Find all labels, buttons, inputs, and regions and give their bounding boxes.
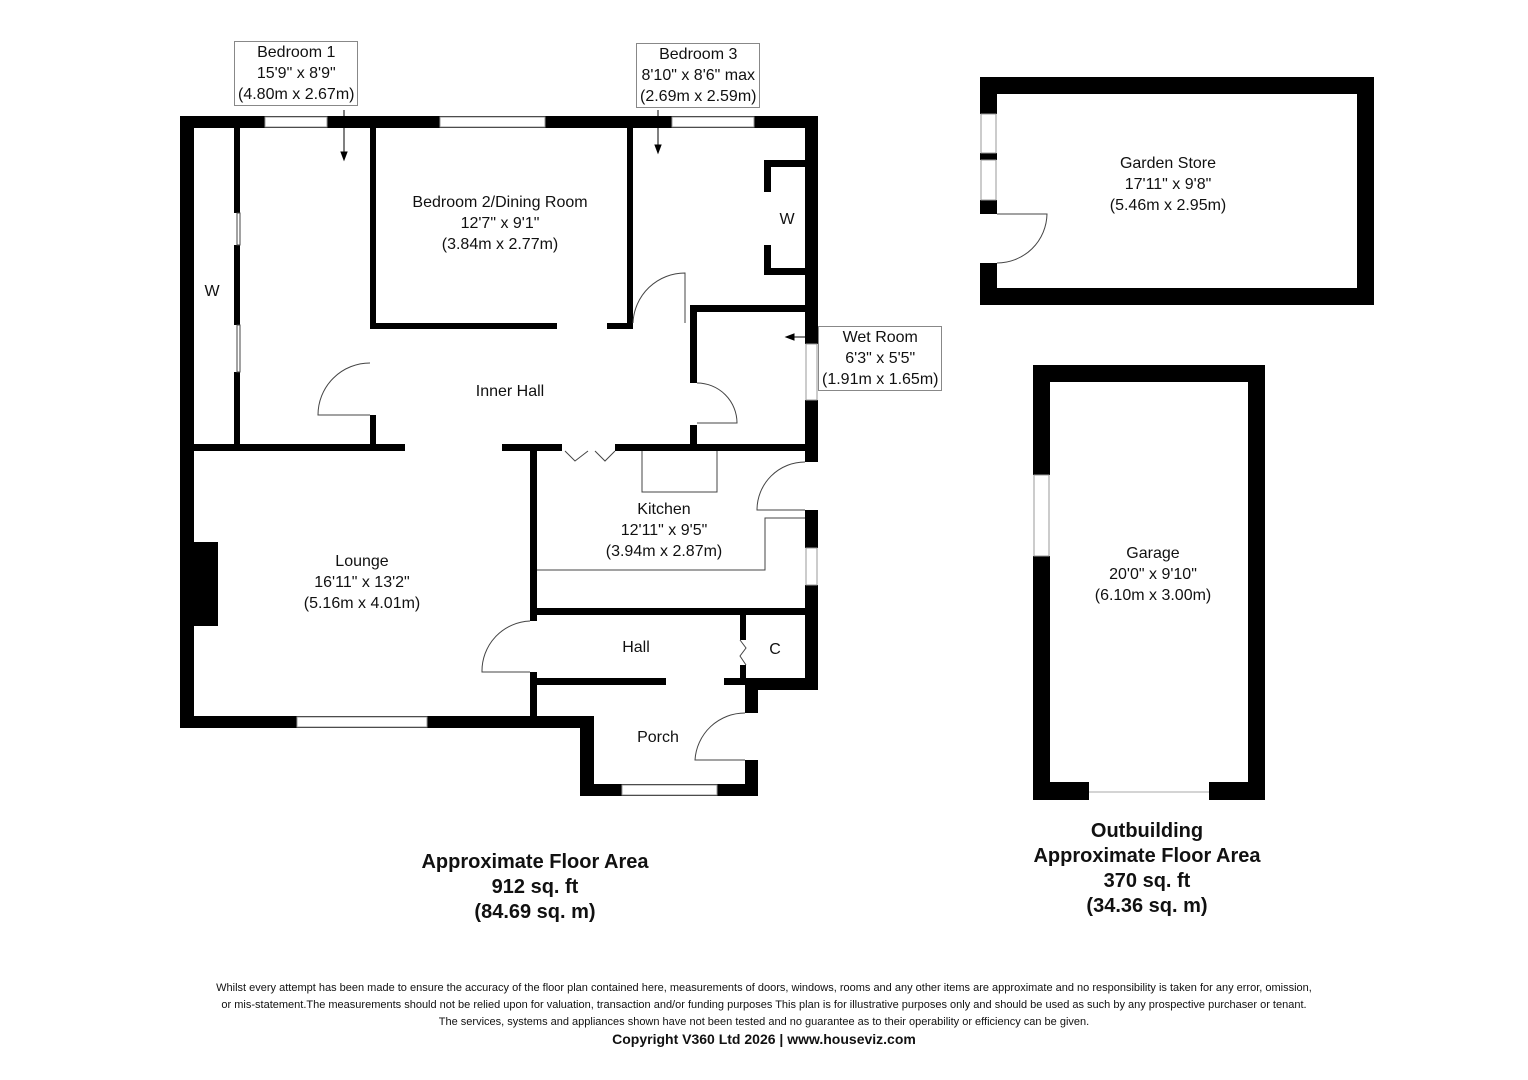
room-name: Porch (637, 729, 679, 746)
copyright-notice: Copyright V360 Ltd 2026 | www.houseviz.c… (612, 1031, 916, 1047)
room-name: W (204, 283, 220, 300)
room-label-inner-hall: Inner Hall (476, 381, 544, 402)
room-name: Garden Store (1119, 155, 1217, 172)
room-name: Lounge (335, 553, 389, 570)
interior-walls (180, 128, 815, 722)
room-name: Bedroom 3 (659, 46, 738, 63)
room-dimensions-imperial: 16'11" x 13'2" (314, 574, 410, 591)
garden-store-walls (980, 77, 1374, 305)
area-sqft: 912 sq. ft (491, 876, 579, 898)
area-sqm: (34.36 sq. m) (1086, 895, 1208, 917)
room-dimensions-imperial: 20'0" x 9'10" (1109, 566, 1197, 583)
room-dimensions-metric: (4.80m x 2.67m) (238, 86, 355, 103)
room-name: Wet Room (842, 329, 918, 346)
room-dimensions-imperial: 8'10" x 8'6" max (641, 67, 755, 84)
room-label-wardrobe-bedroom-1: W (204, 281, 219, 302)
room-dimensions-imperial: 12'11" x 9'5" (620, 522, 708, 539)
area-sqm: (84.69 sq. m) (474, 901, 596, 923)
room-label-wet-room: Wet Room 6'3" x 5'5" (1.91m x 1.65m) (818, 326, 943, 391)
room-label-lounge: Lounge 16'11" x 13'2" (5.16m x 4.01m) (304, 551, 420, 614)
room-label-bedroom-1: Bedroom 1 15'9" x 8'9" (4.80m x 2.67m) (234, 41, 359, 106)
room-name: Bedroom 1 (257, 44, 336, 61)
room-dimensions-metric: (5.46m x 2.95m) (1109, 197, 1227, 214)
disclaimer-line-1: Whilst every attempt has been made to en… (216, 982, 1312, 994)
room-dimensions-metric: (6.10m x 3.00m) (1094, 587, 1212, 604)
room-dimensions-metric: (3.94m x 2.87m) (605, 543, 723, 560)
room-name: Kitchen (637, 501, 691, 518)
area-title: Approximate Floor Area (1033, 845, 1261, 867)
room-dimensions-metric: (3.84m x 2.77m) (441, 236, 559, 253)
doors (317, 272, 806, 761)
room-dimensions-metric: (2.69m x 2.59m) (640, 88, 757, 105)
disclaimer-line-2: or mis-statement.The measurements should… (221, 999, 1307, 1011)
room-label-kitchen: Kitchen 12'11" x 9'5" (3.94m x 2.87m) (606, 499, 722, 562)
disclaimer-line-3: The services, systems and appliances sho… (438, 1016, 1090, 1028)
room-label-cupboard: C (769, 639, 781, 660)
area-title: Approximate Floor Area (421, 851, 649, 873)
room-dimensions-imperial: 6'3" x 5'5" (845, 350, 916, 367)
room-name: W (779, 211, 795, 228)
room-label-garden-store: Garden Store 17'11" x 9'8" (5.46m x 2.95… (1110, 153, 1226, 216)
room-dimensions-metric: (5.16m x 4.01m) (303, 595, 421, 612)
room-dimensions-imperial: 15'9" x 8'9" (256, 65, 336, 82)
main-floor-area: Approximate Floor Area 912 sq. ft (84.69… (421, 850, 648, 925)
room-label-garage: Garage 20'0" x 9'10" (6.10m x 3.00m) (1095, 543, 1211, 606)
room-name: C (769, 641, 781, 658)
room-name: Inner Hall (475, 383, 545, 400)
windows (264, 116, 818, 796)
garage-walls (1033, 365, 1265, 800)
room-dimensions-imperial: 17'11" x 9'8" (1124, 176, 1212, 193)
room-label-bedroom-3: Bedroom 3 8'10" x 8'6" max (2.69m x 2.59… (636, 43, 761, 108)
room-label-hall: Hall (622, 637, 650, 658)
room-label-porch: Porch (637, 727, 679, 748)
outbuilding-floor-area: Outbuilding Approximate Floor Area 370 s… (1033, 819, 1260, 919)
room-name: Garage (1126, 545, 1180, 562)
room-label-wardrobe-bedroom-3: W (779, 209, 794, 230)
room-dimensions-metric: (1.91m x 1.65m) (822, 371, 939, 388)
room-name: Bedroom 2/Dining Room (412, 194, 588, 211)
room-dimensions-imperial: 12'7" x 9'1" (460, 215, 540, 232)
area-sqft: 370 sq. ft (1103, 870, 1191, 892)
room-label-bedroom-2: Bedroom 2/Dining Room 12'7" x 9'1" (3.84… (412, 192, 587, 255)
area-heading: Outbuilding (1090, 820, 1204, 842)
room-name: Hall (622, 639, 650, 656)
label-pointers (340, 110, 818, 341)
